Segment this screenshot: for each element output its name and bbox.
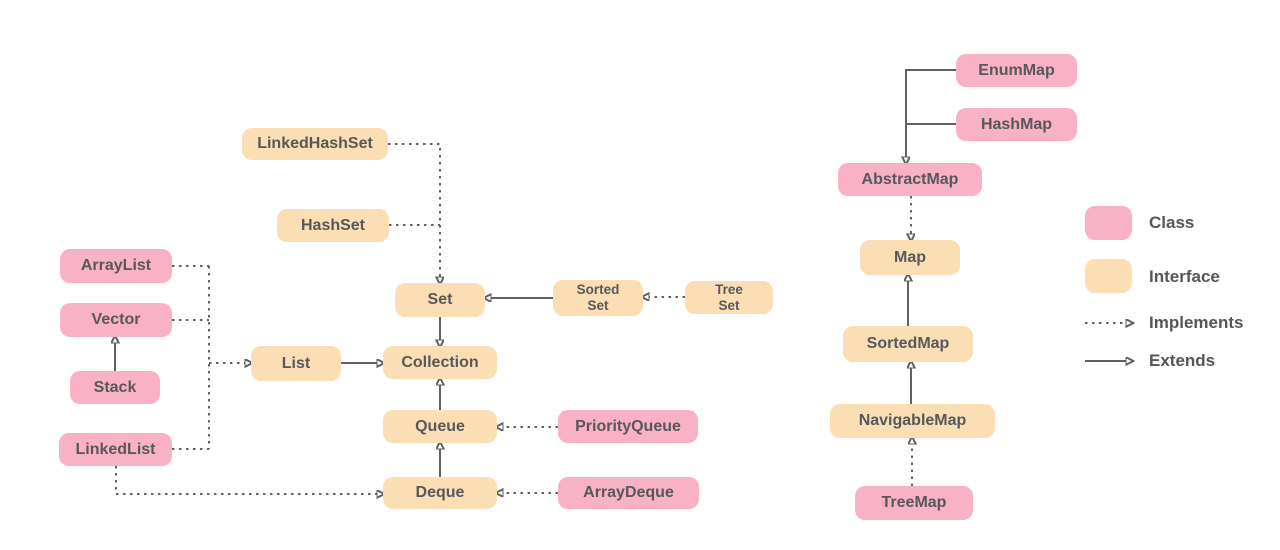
legend-implements-label: Implements: [1149, 313, 1244, 332]
node-vector: Vector: [60, 303, 172, 337]
edge-linkedhashset-implements-set: [388, 143, 440, 277]
node-arraydeque: ArrayDeque: [558, 477, 699, 509]
node-sortedset: Sorted Set: [553, 280, 643, 316]
node-treemap: TreeMap: [855, 486, 973, 520]
node-linkedhashset: LinkedHashSet: [242, 128, 388, 160]
node-collection: Collection: [383, 346, 497, 379]
node-set: Set: [395, 283, 485, 317]
node-hashmap: HashMap: [956, 108, 1077, 141]
node-hashset: HashSet: [277, 209, 389, 242]
legend-class-swatch: [1085, 206, 1132, 240]
node-map: Map: [860, 240, 960, 275]
node-deque: Deque: [383, 477, 497, 509]
edge-enummap-extends-abstractmap: [906, 69, 956, 157]
legend-class-label: Class: [1149, 213, 1195, 232]
node-queue: Queue: [383, 410, 497, 443]
legend-interface-swatch: [1085, 259, 1132, 293]
node-priorityqueue: PriorityQueue: [558, 410, 698, 443]
node-list: List: [251, 346, 341, 381]
node-treeset: Tree Set: [685, 281, 773, 314]
node-enummap: EnumMap: [956, 54, 1077, 87]
node-sortedmap: SortedMap: [843, 326, 973, 362]
node-arraylist: ArrayList: [60, 249, 172, 283]
node-navigablemap: NavigableMap: [830, 404, 995, 438]
legend-interface-label: Interface: [1149, 267, 1220, 286]
node-linkedlist: LinkedList: [59, 433, 172, 466]
edge-linkedlist-implements-deque: [115, 466, 377, 494]
legend-extends-label: Extends: [1149, 351, 1216, 370]
node-stack: Stack: [70, 371, 160, 404]
node-abstractmap: AbstractMap: [838, 163, 982, 196]
